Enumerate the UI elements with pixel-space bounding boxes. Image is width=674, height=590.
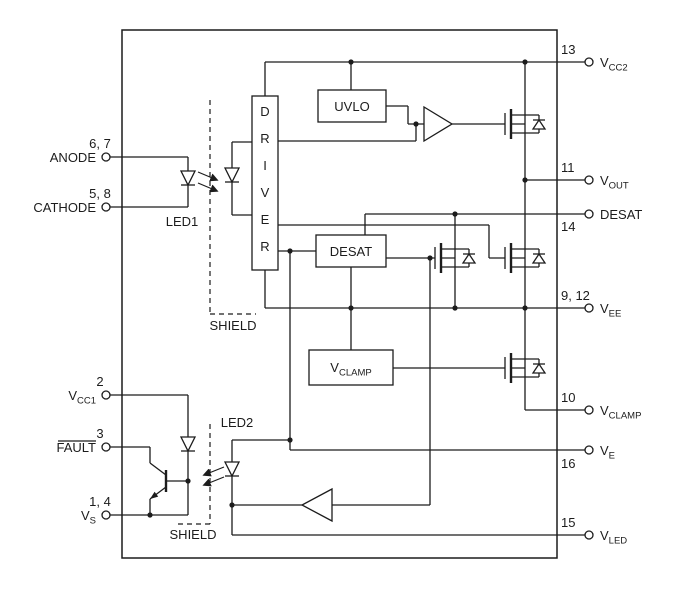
- vclamp-block: VCLAMP: [308, 349, 394, 386]
- pin-vled: 15 VLED: [561, 515, 627, 547]
- driver-letter: V: [261, 185, 270, 200]
- led2-label: LED2: [221, 415, 254, 430]
- pulldown-mosfet: [504, 243, 547, 273]
- pin-desat: 14 DESAT: [561, 207, 642, 234]
- pin-number: 1, 4: [89, 494, 111, 509]
- pin-label: VCC2: [600, 55, 628, 74]
- pin-terminal: [584, 303, 594, 313]
- pin-label: VEE: [600, 301, 621, 320]
- light-arrows-led2: [202, 466, 225, 487]
- pin-terminal: [584, 175, 594, 185]
- shield-top-label: SHIELD: [210, 318, 257, 333]
- pin-label: FAULT: [57, 440, 97, 455]
- desat-block: DESAT: [315, 234, 387, 268]
- pin-vout: 11 VOUT: [561, 160, 629, 192]
- pin-number: 10: [561, 390, 575, 405]
- pin-terminal: [584, 530, 594, 540]
- pin-number: 16: [561, 456, 575, 471]
- pin-label: VE: [600, 443, 615, 462]
- pin-number: 5, 8: [89, 186, 111, 201]
- pin-number: 3: [96, 426, 103, 441]
- uvlo-block: UVLO: [317, 89, 387, 123]
- feedback-buffer: [300, 487, 333, 523]
- pin-vclamp: 10 VCLAMP: [561, 390, 641, 422]
- pin-number: 15: [561, 515, 575, 530]
- uvlo-label: UVLO: [334, 99, 369, 114]
- pin-number: 11: [561, 160, 575, 175]
- pin-terminal: [101, 152, 111, 162]
- pin-label: VCLAMP: [600, 403, 641, 422]
- pin-cathode: 5, 8 CATHODE: [33, 186, 110, 215]
- pin-label: VS: [81, 508, 96, 527]
- light-arrows-led1: [197, 171, 219, 193]
- pin-vcc2: 13 VCC2: [561, 42, 628, 74]
- pin-anode: 6, 7 ANODE: [50, 136, 111, 165]
- fault-transistor: [149, 462, 168, 500]
- ic-outline: [121, 29, 558, 559]
- photodiode-2: [179, 395, 197, 515]
- vclamp-block-label: VCLAMP: [330, 360, 371, 379]
- desat-block-label: DESAT: [330, 244, 372, 259]
- pin-label: DESAT: [600, 207, 642, 222]
- pin-number: 9, 12: [561, 288, 590, 303]
- driver-letter: D: [260, 104, 269, 119]
- shield-top: SHIELD: [209, 100, 257, 333]
- pin-terminal: [584, 57, 594, 67]
- led1-label: LED1: [166, 214, 199, 229]
- driver-letter: I: [263, 158, 267, 173]
- driver-letter: R: [260, 131, 269, 146]
- pin-terminal: [584, 405, 594, 415]
- driver-block: D R I V E R: [251, 95, 279, 271]
- pin-vs: 1, 4 VS: [81, 494, 111, 527]
- pin-number: 2: [96, 374, 103, 389]
- junction-dots: [147, 59, 528, 518]
- pin-terminal: [101, 442, 111, 452]
- pin-number: 13: [561, 42, 575, 57]
- pin-terminal: [584, 209, 594, 219]
- pin-terminal: [101, 202, 111, 212]
- pin-ve: 16 VE: [561, 443, 615, 471]
- clamp-mosfet: [504, 353, 547, 383]
- led1: LED1: [166, 157, 199, 229]
- pin-vee: 9, 12 VEE: [561, 288, 621, 320]
- pin-fault: 3 FAULT: [57, 426, 111, 455]
- desat-mosfet: [434, 243, 477, 273]
- led2: LED2: [221, 415, 254, 535]
- pin-terminal: [101, 510, 111, 520]
- pin-terminal: [584, 445, 594, 455]
- pin-label: VCC1: [68, 388, 96, 407]
- photodiode-1: [223, 142, 241, 215]
- pin-label: VOUT: [600, 173, 629, 192]
- pin-label: VLED: [600, 528, 627, 547]
- driver-letter: E: [261, 212, 270, 227]
- pin-label: ANODE: [50, 150, 97, 165]
- pin-number: 14: [561, 219, 575, 234]
- pin-vcc1: 2 VCC1: [68, 374, 111, 407]
- driver-letter: R: [260, 239, 269, 254]
- pullup-mosfet: [504, 109, 547, 139]
- buffer-amp: [423, 105, 454, 143]
- shield-bottom-label: SHIELD: [170, 527, 217, 542]
- pin-terminal: [101, 390, 111, 400]
- pin-number: 6, 7: [89, 136, 111, 151]
- pin-label: CATHODE: [33, 200, 96, 215]
